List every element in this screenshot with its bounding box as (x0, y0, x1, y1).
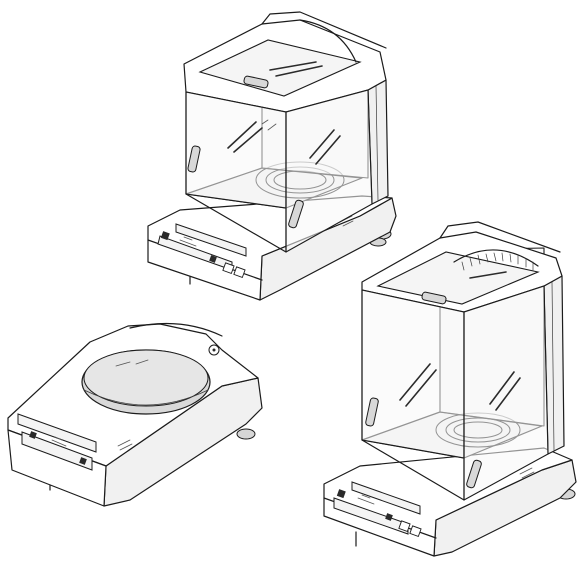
model-label-icon (117, 439, 133, 451)
right-door-handle-icon (466, 459, 482, 489)
precision-balance-with-round-pan-icon (7, 322, 263, 507)
base-rear-ridge (129, 322, 223, 337)
function-key-icon (398, 520, 411, 533)
top-door-handle-icon (421, 291, 447, 305)
draft-shield-left-glass (361, 289, 465, 459)
display-window (333, 497, 409, 535)
tare-key-icon (385, 513, 393, 521)
display-screen (351, 481, 421, 515)
door-frame (361, 289, 465, 501)
glass-reflection (489, 371, 521, 411)
door-frame (185, 91, 287, 253)
brand-logo-icon (357, 494, 375, 505)
function-key-icon (233, 266, 246, 279)
left-door-handle-icon (365, 397, 379, 427)
top-slide-arc (299, 19, 357, 63)
glass-reflection (261, 119, 277, 131)
glass-reflection (309, 129, 341, 165)
function-key-icon (222, 262, 235, 275)
display-screen (17, 413, 97, 453)
tall-draft-shield-balance-icon (323, 221, 577, 557)
tare-key-icon (209, 255, 217, 263)
balance-foot (236, 428, 256, 440)
glass-reflection (469, 271, 507, 279)
weighing-pan-surface (83, 349, 209, 407)
model-label-icon (519, 467, 535, 479)
column-edge (375, 85, 379, 201)
top-frame-ridge (261, 11, 387, 49)
glass-reflection (227, 121, 263, 153)
pan-reflection (115, 359, 149, 367)
display-window (21, 431, 93, 471)
glass-reflection (269, 61, 323, 77)
analytical-balance-with-draft-shield-icon (147, 11, 397, 301)
brand-logo-icon (179, 236, 197, 247)
right-door-handle-icon (288, 199, 304, 229)
glass-reflection (399, 363, 437, 407)
column-edge (551, 281, 555, 451)
tare-key-icon (79, 457, 87, 465)
level-bubble-dot (212, 348, 216, 352)
top-rib-arc (453, 249, 539, 267)
top-frame-ridge (439, 221, 561, 253)
display-screen (175, 223, 247, 257)
function-key-icon (409, 525, 422, 538)
top-door-handle-icon (243, 75, 269, 89)
level-bubble-icon (208, 344, 220, 356)
on-off-key-icon (160, 231, 170, 241)
brand-logo-icon (51, 436, 67, 447)
left-door-handle-icon (187, 145, 201, 173)
on-off-key-icon (336, 489, 346, 499)
pan-rim (83, 389, 209, 406)
on-off-key-icon (29, 431, 37, 439)
vent-slots-icon (461, 252, 534, 271)
